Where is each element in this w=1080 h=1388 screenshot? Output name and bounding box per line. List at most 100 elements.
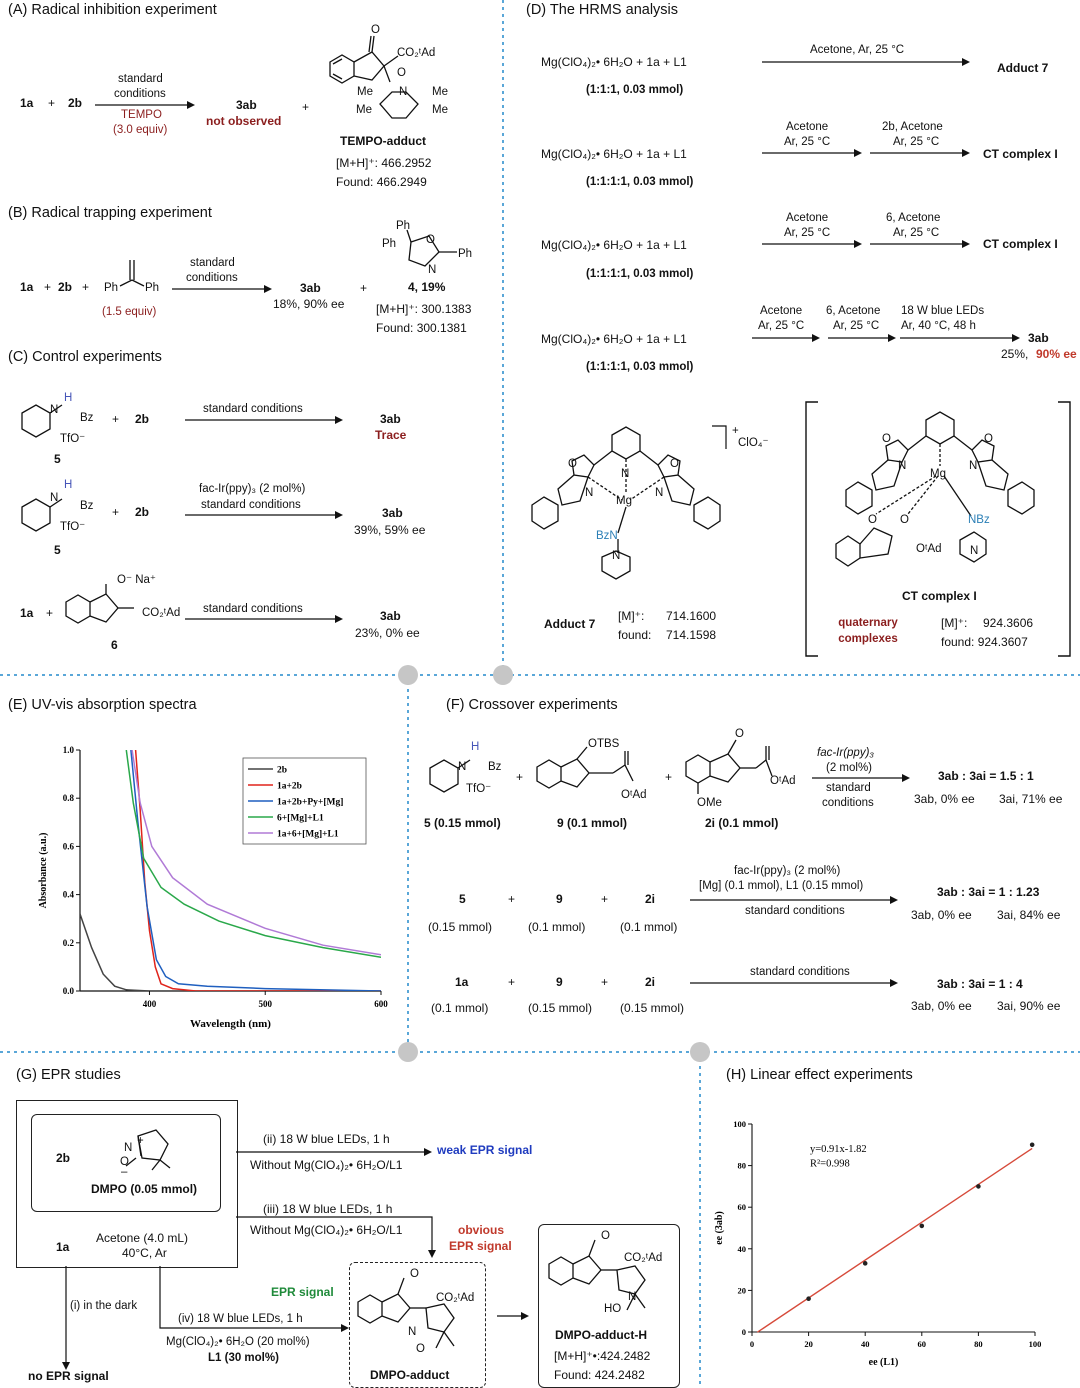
charge-plus: + (732, 425, 739, 437)
reactant-2b: 2b (68, 96, 83, 110)
pyridinium-structure (429, 759, 471, 793)
reactant-2b: 2b (58, 280, 73, 294)
reaction-box-inner (31, 1114, 221, 1212)
y-tick-label: 100 (733, 1119, 746, 1129)
hrms-reagents: Mg(ClO₄)₂• 6H₂O + 1a + L1 (541, 55, 687, 69)
reactant-1a: 1a (20, 606, 34, 620)
hrms-condition: Acetone (760, 305, 803, 317)
x-tick-label: 20 (804, 1339, 813, 1349)
hrms-ee: 90% ee (1036, 347, 1077, 361)
y-tick-label: 60 (738, 1202, 747, 1212)
charge-bracket (712, 425, 727, 449)
atom-o: O (670, 458, 679, 470)
atom-h: H (471, 741, 480, 753)
atom-o: O (371, 24, 380, 36)
plus-sign: + (82, 280, 90, 294)
atom-n: N (612, 550, 621, 562)
y-tick-label: 0.8 (63, 793, 75, 803)
atom-o: O (416, 1343, 425, 1355)
hrms-condition: Ar, 25 °C (893, 227, 940, 239)
co2ad-group: CO₂ᵗAd (624, 1252, 663, 1264)
crossover-ratio: 3ab : 3ai = 1 : 4 (937, 977, 1023, 991)
tempo-adduct-structure (329, 35, 419, 119)
hrms-ratio: (1:1:1:1, 0.03 mmol) (586, 268, 694, 280)
phenyl: Ph (145, 282, 160, 294)
condition-iv-b: Mg(ClO₄)₂• 6H₂O (20 mol%) (166, 1336, 310, 1348)
data-point (919, 1223, 925, 1229)
reactant-1a: 1a (56, 1240, 70, 1254)
atom-n: N (428, 264, 437, 276)
panel-b-title: (B) Radical trapping experiment (8, 205, 212, 221)
indanone-2i (685, 739, 773, 794)
solvent: Acetone (4.0 mL) (96, 1231, 189, 1245)
product-3ab: 3ab (382, 506, 403, 520)
weak-epr-signal: weak EPR signal (437, 1143, 533, 1157)
co2ad-group: CO₂ᵗAd (142, 607, 181, 619)
x-tick-label: 400 (143, 999, 157, 1009)
crossover-3ai: 3ai, 84% ee (997, 908, 1061, 922)
atom-o: O (120, 1156, 129, 1168)
plus-sign: + (44, 280, 52, 294)
atom-n: N (628, 1291, 637, 1303)
methoxy: OMe (697, 797, 722, 809)
crossover-3ai: 3ai, 71% ee (999, 792, 1063, 806)
product-4: 4, 19% (408, 280, 446, 294)
fit-r2: R²=0.998 (810, 1159, 850, 1170)
plus-sign: + (508, 975, 516, 989)
y-axis-label: ee (3ab) (714, 1211, 725, 1245)
condition-line-2: conditions (822, 797, 874, 809)
tempo-reagent: TEMPO (121, 109, 162, 121)
methyl: Me (356, 104, 372, 116)
otbs-group: OTBS (588, 738, 620, 750)
dmpo-adduct-h-label: DMPO-adduct-H (555, 1328, 647, 1342)
atom-o: O (601, 1230, 610, 1242)
legend-label: 1a+6+[Mg]+L1 (277, 830, 339, 840)
plus-sign: + (46, 606, 54, 620)
ct-complex-m: [M]⁺: (941, 616, 968, 630)
hrms-condition: 6, Acetone (826, 305, 881, 317)
data-point (806, 1296, 811, 1302)
series-line-1a+2b+Py+[Mg] (130, 750, 381, 991)
atom-o: O (868, 514, 877, 526)
hrms-found: Found: 300.1381 (376, 321, 467, 335)
plus-sign: + (360, 281, 368, 295)
plus-sign: + (112, 412, 120, 426)
reaction-arrow (690, 896, 898, 904)
qty: (0.15 mmol) (620, 1001, 685, 1015)
x-axis-label: Wavelength (nm) (190, 1018, 271, 1030)
atom-o: O (426, 234, 435, 246)
hrms-product: 3ab (1028, 331, 1049, 345)
condition-ii: (ii) 18 W blue LEDs, 1 h (263, 1132, 390, 1146)
atom-n: N (124, 1142, 133, 1154)
charge-plus: + (137, 1135, 144, 1147)
legend-label: 1a+2b (277, 782, 302, 792)
condition-iii: (iii) 18 W blue LEDs, 1 h (263, 1202, 393, 1216)
atom-o: O (397, 67, 406, 79)
reaction-arrow (236, 1216, 436, 1258)
adduct-7-found: found: (618, 628, 652, 642)
plus-sign: + (48, 96, 56, 110)
hrms-ratio: (1:1:1:1, 0.03 mmol) (586, 361, 694, 373)
phenyl: Ph (396, 220, 411, 232)
reaction-arrow (185, 615, 343, 623)
sodium-enolate: O⁻ Na⁺ (117, 574, 156, 586)
x-tick-label: 60 (918, 1339, 927, 1349)
adduct-7-m-value: 714.1600 (666, 609, 717, 623)
hrms-product: CT complex I (983, 237, 1058, 251)
condition-line-1: standard (190, 257, 235, 269)
mg-condition: [Mg] (0.1 mmol), L1 (0.15 mmol) (699, 880, 864, 892)
oad-group: OᵗAd (916, 543, 942, 555)
product-yield: 18%, 90% ee (273, 297, 345, 311)
qty: (0.15 mmol) (528, 1001, 593, 1015)
triflate: TfO⁻ (60, 521, 86, 533)
plus-sign: + (508, 892, 516, 906)
olefin-equiv: (1.5 equiv) (102, 306, 157, 318)
hrms-condition: 2b, Acetone (882, 121, 943, 133)
phenyl: Ph (382, 238, 397, 250)
condition-line-2: conditions (186, 272, 238, 284)
hrms-product: CT complex I (983, 147, 1058, 161)
hrms-condition: 6, Acetone (886, 212, 941, 224)
x-axis-label: ee (L1) (869, 1357, 899, 1368)
